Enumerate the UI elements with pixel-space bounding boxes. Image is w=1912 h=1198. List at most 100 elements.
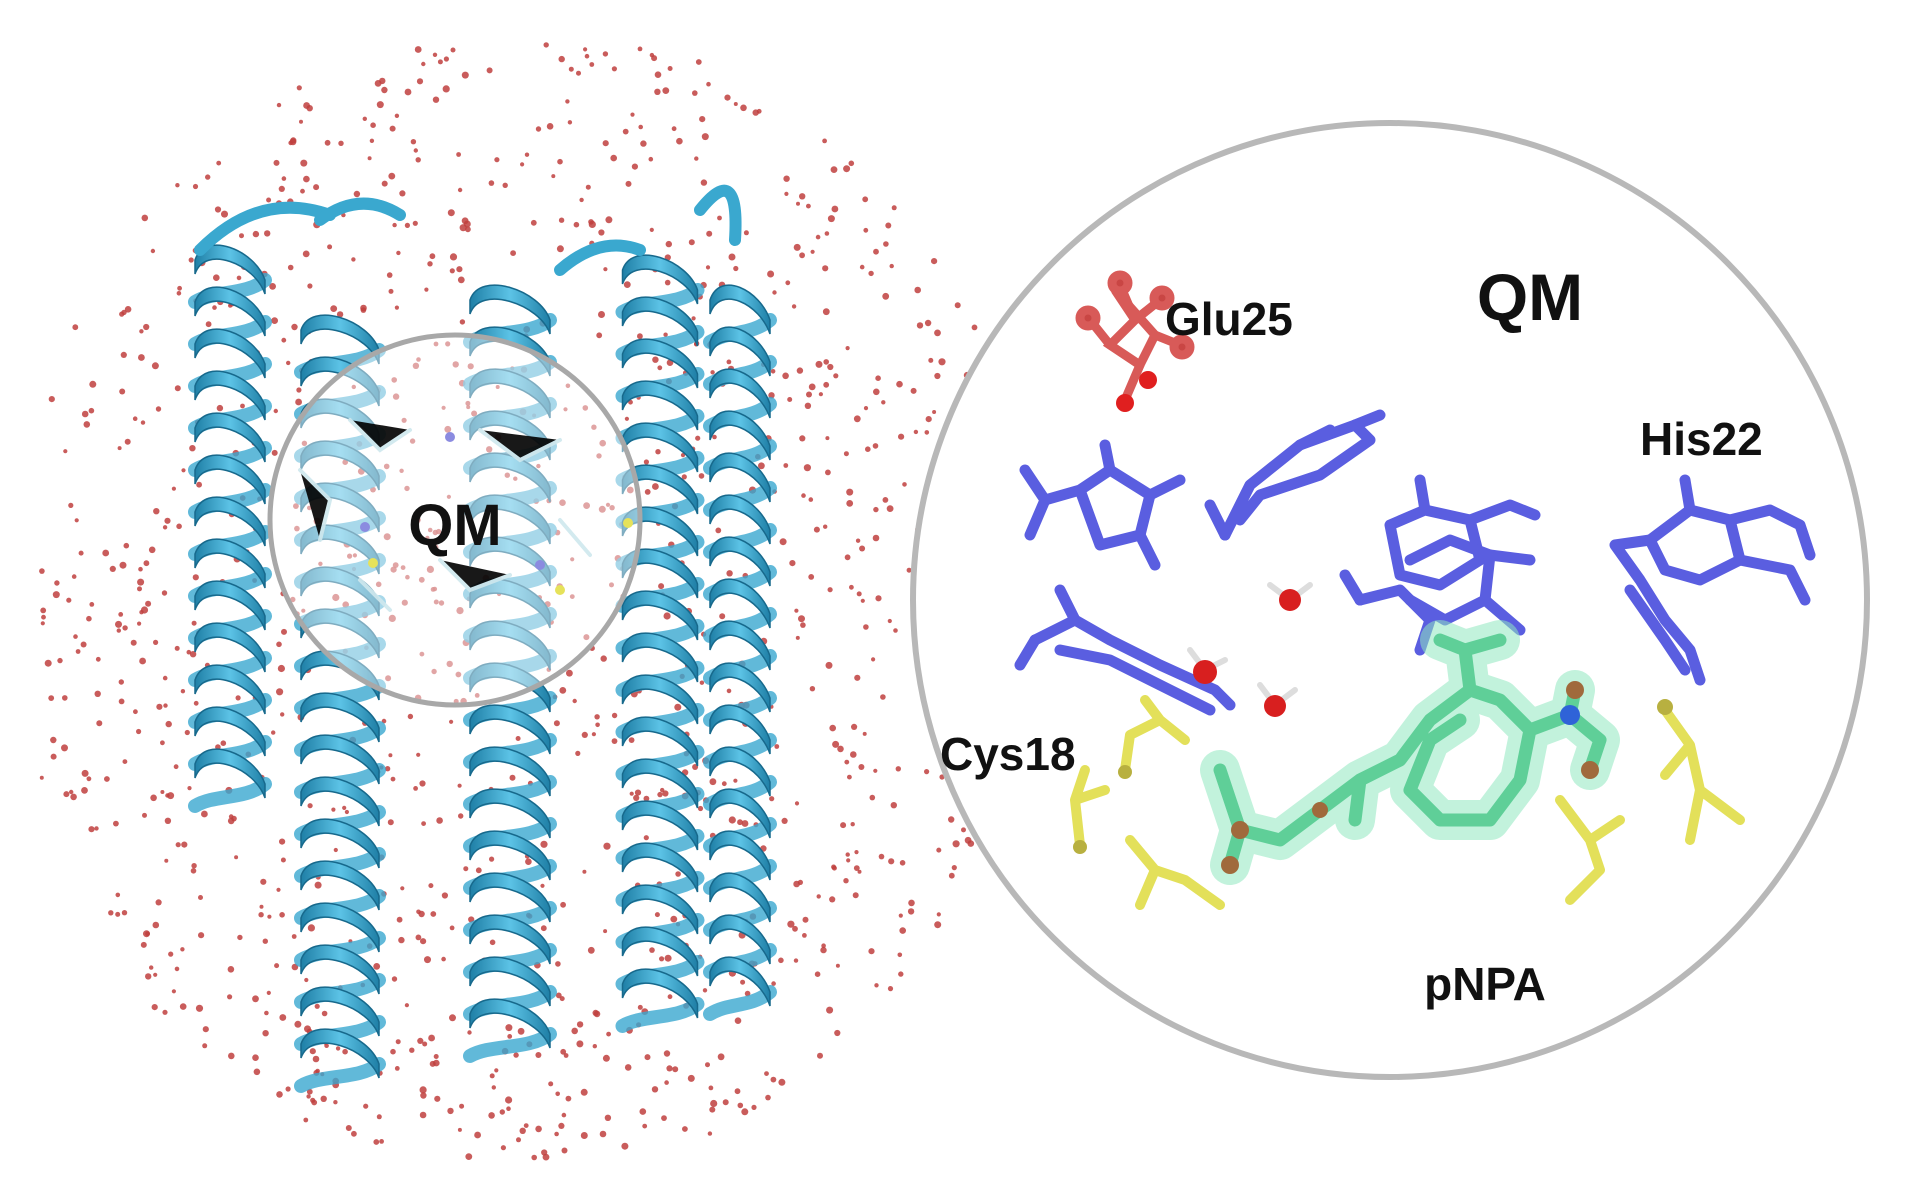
water-dot <box>796 367 804 374</box>
water-dot <box>772 290 777 295</box>
water-dot <box>274 963 280 969</box>
helix-turn <box>469 704 551 755</box>
water-dot <box>437 59 443 65</box>
water-dot <box>885 222 892 229</box>
water-dot <box>395 1039 401 1045</box>
water-dot <box>153 972 158 977</box>
water-dot <box>808 497 814 502</box>
water-dot <box>883 241 889 247</box>
water-dot <box>306 1088 313 1095</box>
water-dot <box>387 819 394 826</box>
water-dot <box>598 311 605 318</box>
water-dot <box>201 810 208 818</box>
water-dot <box>330 305 338 312</box>
helix-turn <box>621 422 699 473</box>
water-dot <box>414 516 421 524</box>
helix-turn <box>709 494 771 545</box>
water-dot <box>69 789 74 795</box>
water-dot <box>605 502 611 507</box>
water-dot <box>513 1052 519 1058</box>
water-dot <box>846 500 854 507</box>
water-dot <box>50 753 57 760</box>
water-dot <box>71 574 77 579</box>
water-dot <box>934 329 941 337</box>
water-dot <box>318 561 323 566</box>
water-dot <box>489 1073 495 1079</box>
water-dot <box>860 598 865 603</box>
water-dot <box>506 1106 511 1111</box>
water-dot <box>81 410 89 418</box>
water-dot <box>383 463 390 470</box>
water-dot <box>639 1108 647 1115</box>
water-dot <box>882 292 890 300</box>
water-dot <box>68 502 74 508</box>
water-dot <box>273 159 280 166</box>
water-dot <box>569 594 575 599</box>
water-dot <box>427 527 433 533</box>
helix-turn <box>300 314 380 365</box>
water-dot <box>360 304 367 312</box>
water-dot <box>829 724 836 732</box>
water-dot <box>540 883 545 888</box>
water-dot <box>162 1009 168 1015</box>
glu25-residue <box>1075 270 1195 412</box>
water-dot <box>94 690 101 697</box>
water-dot <box>156 703 163 710</box>
water-dot <box>262 938 268 944</box>
water-dot <box>734 1017 742 1024</box>
water-dot <box>351 257 356 262</box>
water-dot <box>73 634 78 639</box>
water-dot <box>335 1046 341 1051</box>
helix-turn <box>709 704 771 755</box>
water-dot <box>907 908 915 915</box>
helix-turn <box>621 842 699 893</box>
helix-turn <box>300 776 380 827</box>
water-dot <box>181 841 188 848</box>
water-dot <box>662 790 669 797</box>
water-dot <box>869 794 876 801</box>
water-dot <box>432 52 438 57</box>
helix-turn <box>469 998 551 1049</box>
water-dot <box>600 655 607 662</box>
water-dot <box>303 1117 309 1123</box>
water-dot <box>465 1153 473 1160</box>
water-dot <box>809 686 816 692</box>
water-dot <box>902 482 907 487</box>
water-dot <box>122 625 128 631</box>
water-dot <box>802 933 807 938</box>
water-dot <box>117 446 122 451</box>
helix-turn <box>300 440 380 491</box>
water-dot <box>420 1092 427 1099</box>
water-dot <box>733 778 738 783</box>
water-dot <box>768 392 775 399</box>
water-dot <box>417 1037 424 1044</box>
water-dot <box>916 322 924 329</box>
water-dot <box>566 669 573 677</box>
water-dot <box>887 618 892 624</box>
helix-turn <box>621 632 699 683</box>
water-dot <box>291 934 297 939</box>
water-dot <box>152 921 160 929</box>
water-dot <box>392 562 399 568</box>
water-dot <box>740 979 746 985</box>
water-dot <box>610 154 617 162</box>
water-dot <box>118 612 124 617</box>
water-dot <box>873 388 880 396</box>
water-dot <box>855 538 861 543</box>
water-dot <box>934 372 941 380</box>
water-dot <box>401 417 407 423</box>
water-dot <box>862 196 869 203</box>
water-dot <box>300 159 308 167</box>
water-dot <box>865 446 871 453</box>
water-dot <box>519 1127 526 1135</box>
water-dot <box>628 737 635 743</box>
water-dot <box>804 402 812 409</box>
water-dot <box>835 963 840 968</box>
water-dot <box>688 239 695 246</box>
water-dot <box>623 281 631 288</box>
helix-turn <box>621 254 699 305</box>
helix-turn <box>300 1028 380 1079</box>
helix-turn <box>194 328 266 379</box>
water-dot <box>706 230 713 237</box>
water-dot <box>457 1127 462 1132</box>
